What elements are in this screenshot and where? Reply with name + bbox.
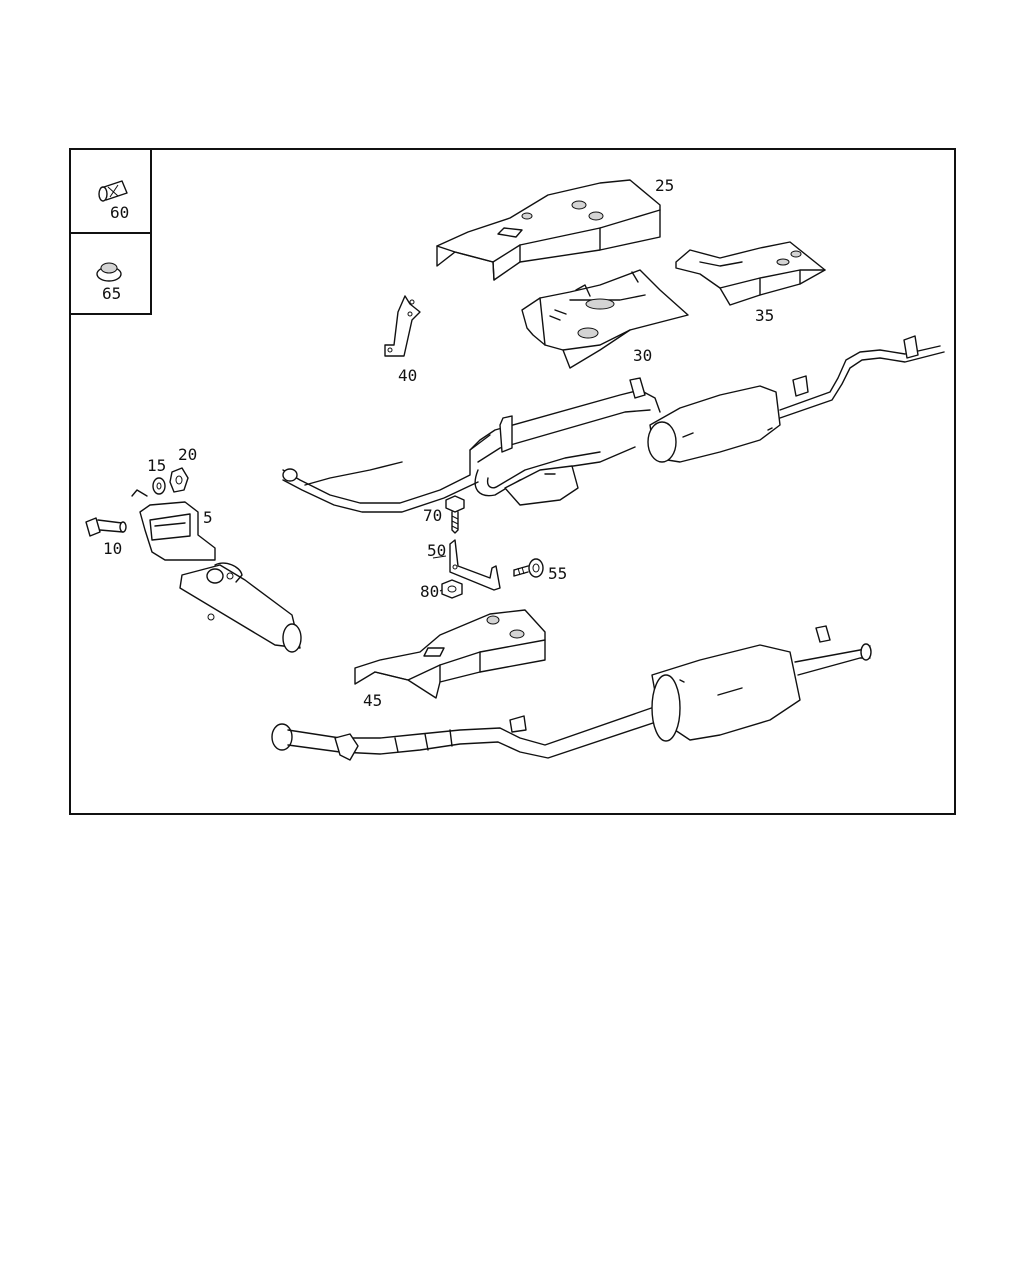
bolt-10[interactable] [85,517,127,537]
heat-shield-25[interactable] [436,179,661,281]
callout-55: 55 [548,564,567,583]
heat-shield-45[interactable] [354,609,546,699]
callout-40: 40 [398,366,417,385]
diagram-frame [69,148,956,815]
callout-20: 20 [178,445,197,464]
heat-shield-30[interactable] [521,269,689,369]
rubber-grommet-icon[interactable] [96,262,122,282]
exhaust-assembly-lower[interactable] [271,625,872,761]
front-pipe-with-bracket-5[interactable] [131,489,302,653]
callout-60: 60 [110,203,129,222]
callout-30: 30 [633,346,652,365]
callout-65: 65 [102,284,121,303]
callout-25: 25 [655,176,674,195]
clamp-sleeve-icon[interactable] [98,180,128,202]
nut-20[interactable] [169,467,189,493]
callout-5: 5 [203,508,213,527]
bracket-40[interactable] [384,295,421,357]
screw-55[interactable] [513,558,544,578]
bolt-70[interactable] [445,495,465,534]
callout-70: 70 [423,506,442,525]
callout-80: 80 [420,582,439,601]
callout-35: 35 [755,306,774,325]
hanger-bracket-50[interactable] [449,539,501,591]
nut-80[interactable] [441,579,463,599]
callout-15: 15 [147,456,166,475]
callout-50: 50 [427,541,446,560]
washer-15[interactable] [152,477,166,495]
callout-45: 45 [363,691,382,710]
leader-lines [432,555,447,592]
callout-10: 10 [103,539,122,558]
exhaust-assembly-upper[interactable] [282,335,945,513]
heat-shield-35[interactable] [675,241,826,306]
